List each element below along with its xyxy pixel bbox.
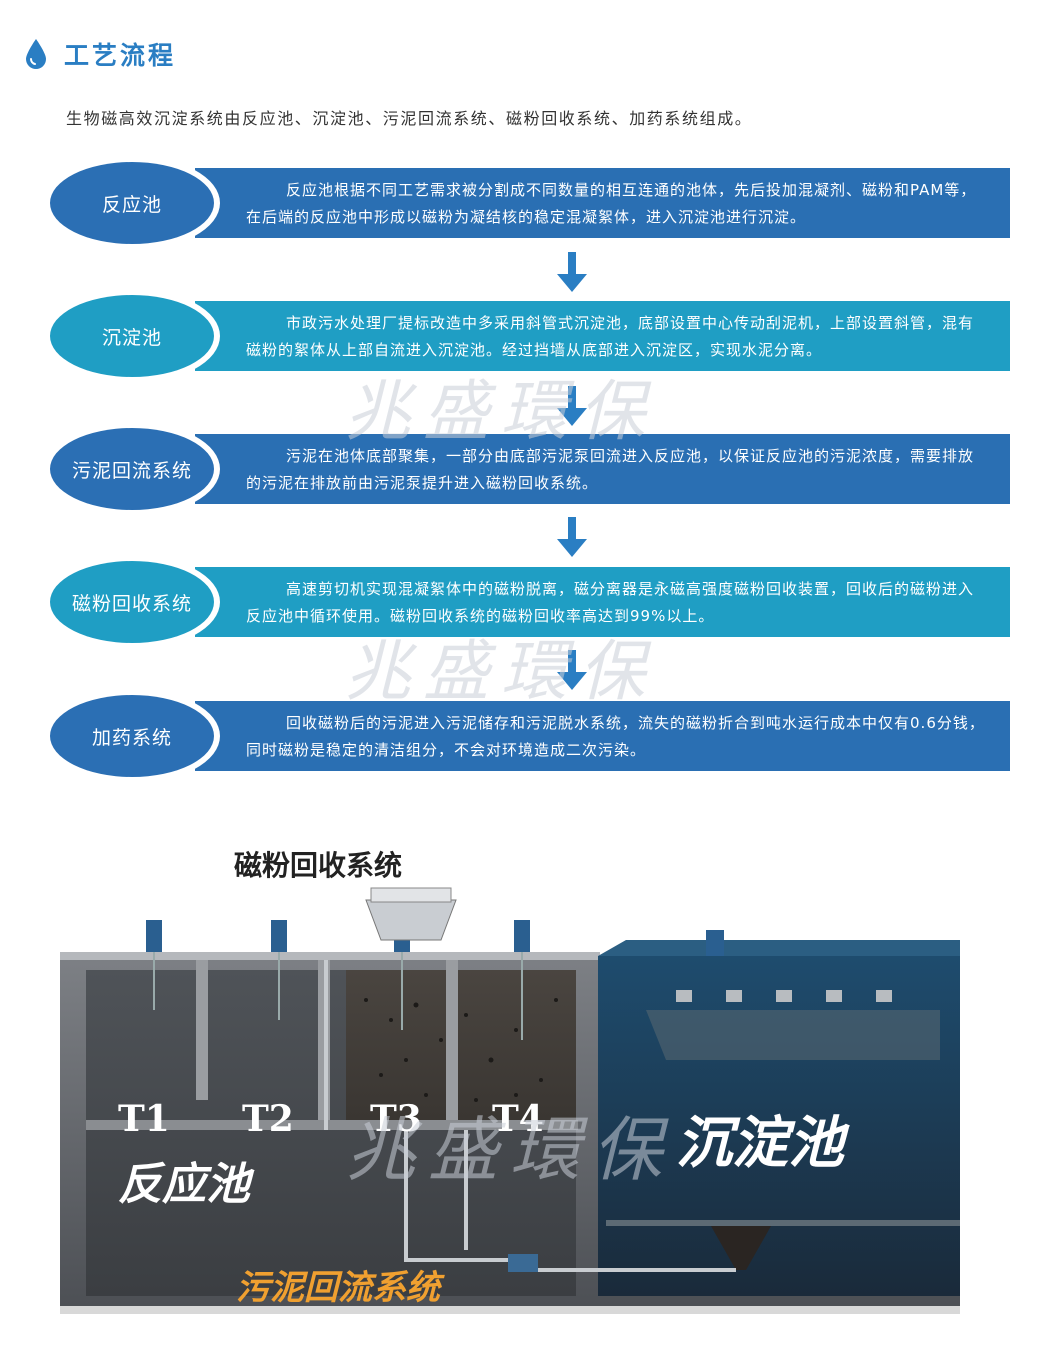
sludge-return-label: 污泥回流系统 <box>236 1268 440 1308</box>
step-band <box>195 301 1010 371</box>
step-dosing-system: 加药系统 回收磁粉后的污泥进入污泥储存和污泥脱水系统，流失的磁粉折合到吨水运行成… <box>44 689 1010 783</box>
intro-text: 生物磁高效沉淀系统由反应池、沉淀池、污泥回流系统、磁粉回收系统、加药系统组成。 <box>66 109 753 128</box>
step-reaction-tank: 反应池 反应池根据不同工艺需求被分割成不同数量的相互连通的池体，先后投加混凝剂、… <box>44 156 1010 250</box>
step-sludge-return: 污泥回流系统 污泥在池体底部聚集，一部分由底部污泥泵回流进入反应池，以保证反应池… <box>44 422 1010 516</box>
step-label: 污泥回流系统 <box>50 428 214 510</box>
step-band <box>195 567 1010 637</box>
step-label: 沉淀池 <box>50 295 214 377</box>
step-settling-tank: 沉淀池 市政污水处理厂提标改造中多采用斜管式沉淀池，底部设置中心传动刮泥机，上部… <box>44 289 1010 383</box>
step-description: 高速剪切机实现混凝絮体中的磁粉脱离，磁分离器是永磁高强度磁粉回收装置，回收后的磁… <box>246 580 975 625</box>
step-label: 磁粉回收系统 <box>50 561 214 643</box>
recovery-system-label: 磁粉回收系统 <box>234 849 403 882</box>
tank-label-t3: T3 <box>370 1098 422 1140</box>
settling-tank-label: 沉淀池 <box>676 1110 844 1176</box>
step-label: 加药系统 <box>50 695 214 777</box>
arrow-down-icon <box>557 517 587 557</box>
tank-label-t2: T2 <box>242 1098 294 1140</box>
step-description: 反应池根据不同工艺需求被分割成不同数量的相互连通的池体，先后投加混凝剂、磁粉和P… <box>246 181 977 226</box>
arrow-down-icon <box>557 252 587 292</box>
watermark: 兆盛環保 <box>345 373 657 450</box>
step-band <box>195 434 1010 504</box>
page-title: 工艺流程 <box>64 41 177 70</box>
arrow-down-icon <box>557 650 587 690</box>
watermark: 兆盛環保 <box>345 633 657 710</box>
step-description: 市政污水处理厂提标改造中多采用斜管式沉淀池，底部设置中心传动刮泥机，上部设置斜管… <box>246 314 975 359</box>
step-band <box>195 168 1010 238</box>
process-illustration: 磁粉回收系统 T1 T2 T3 T4 反应池 沉淀池 污泥回流系统 兆盛環保 <box>46 830 966 1320</box>
tank-label-t4: T4 <box>492 1098 544 1140</box>
reaction-tank-label: 反应池 <box>118 1159 250 1210</box>
step-magnetic-recovery: 磁粉回收系统 高速剪切机实现混凝絮体中的磁粉脱离，磁分离器是永磁高强度磁粉回收装… <box>44 555 1010 649</box>
water-drop-icon <box>26 39 46 69</box>
watermark: 兆盛環保 <box>346 1109 674 1191</box>
step-band <box>195 701 1010 771</box>
tank-label-t1: T1 <box>118 1098 170 1140</box>
step-description: 污泥在池体底部聚集，一部分由底部污泥泵回流进入反应池，以保证反应池的污泥浓度，需… <box>246 447 975 492</box>
plant-diagram <box>60 887 960 1314</box>
arrow-down-icon <box>557 386 587 426</box>
step-label: 反应池 <box>50 162 214 244</box>
step-description: 回收磁粉后的污泥进入污泥储存和污泥脱水系统，流失的磁粉折合到吨水运行成本中仅有0… <box>246 714 985 759</box>
